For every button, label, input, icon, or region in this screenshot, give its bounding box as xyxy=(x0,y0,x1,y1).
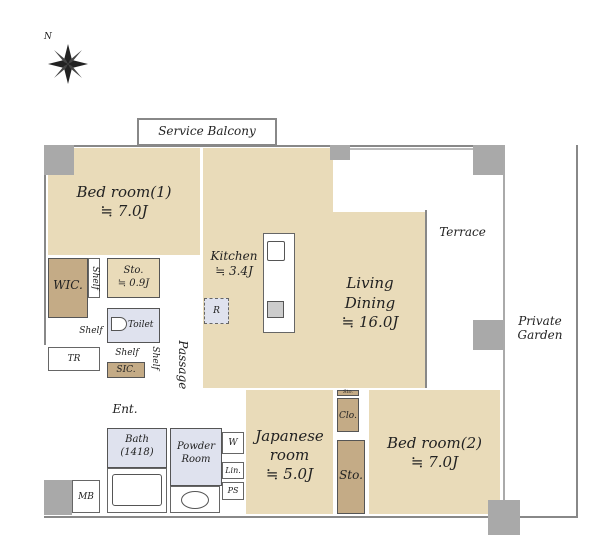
japanese-room-line1: Japanese xyxy=(255,427,324,445)
shoe-closet: SIC. xyxy=(107,362,145,378)
tr-label: TR xyxy=(67,354,81,364)
powder-room-line1: Powder xyxy=(176,441,215,452)
vanity xyxy=(170,486,220,513)
private-garden-label: Private Garden xyxy=(505,314,575,343)
shelf-label: Shelf xyxy=(150,346,161,370)
washer-label: W xyxy=(228,438,238,448)
linen-closet: Lin. xyxy=(222,462,244,479)
living-label: Living xyxy=(346,274,394,292)
linen-label: Lin. xyxy=(225,466,241,475)
bedroom-2: Bed room(2) ≒ 7.0J xyxy=(369,390,500,514)
entrance-label: Ent. xyxy=(112,402,138,416)
left-wall xyxy=(44,145,46,345)
japanese-room-size: ≒ 5.0J xyxy=(265,465,314,483)
kitchen-size: ≒ 3.4J xyxy=(215,264,253,278)
closet: Clo. xyxy=(337,398,359,432)
stove-icon xyxy=(267,301,284,318)
shelf: Shelf xyxy=(88,258,100,298)
toilet-icon xyxy=(111,317,127,331)
kitchen-label: Kitchen xyxy=(210,249,258,263)
washer-space: W xyxy=(222,432,244,454)
garden-divider xyxy=(503,145,505,520)
meter-box: MB xyxy=(72,480,100,513)
fridge-label: R xyxy=(213,306,220,316)
bathroom: Bath (1418) xyxy=(107,428,167,468)
kitchen-island xyxy=(263,233,295,333)
mb-label: MB xyxy=(78,492,94,502)
storage: Sto. xyxy=(337,440,365,514)
bedroom-1-label: Bed room(1) xyxy=(76,183,172,201)
dining-label: Dining xyxy=(344,293,396,312)
shelf-label: Shelf xyxy=(115,348,139,358)
ps-label: PS xyxy=(227,486,239,495)
closet-label: Clo. xyxy=(339,411,357,421)
shelf-label: Shelf xyxy=(79,326,103,336)
walk-in-closet: WIC. xyxy=(48,258,88,318)
bedroom-1: Bed room(1) ≒ 7.0J xyxy=(48,148,200,255)
living-dining-size: ≒ 16.0J xyxy=(341,313,399,331)
fridge-space: R xyxy=(204,298,229,324)
bath-label: Bath xyxy=(125,434,149,445)
bedroom-2-size: ≒ 7.0J xyxy=(410,453,459,471)
sic-label: SIC. xyxy=(116,365,136,375)
top-wall xyxy=(44,145,504,147)
washbasin-icon xyxy=(181,491,209,509)
storage-tiny-label: Sto. xyxy=(343,389,353,395)
terrace-edge xyxy=(333,148,473,150)
powder-room-line2: Room xyxy=(181,454,211,465)
terrace-label: Terrace xyxy=(439,225,486,239)
shelf-label: Shelf xyxy=(90,266,101,290)
outer-wall xyxy=(44,145,578,518)
storage-small-size: ≒ 0.9J xyxy=(117,278,150,289)
toilet-room: Toilet xyxy=(107,308,160,343)
pipe-space: PS xyxy=(222,482,244,500)
toilet-label: Toilet xyxy=(128,320,154,330)
storage-small: Sto. ≒ 0.9J xyxy=(107,258,160,298)
north-label: N xyxy=(44,32,52,42)
bedroom-1-size: ≒ 7.0J xyxy=(100,202,148,220)
bathtub-icon xyxy=(112,474,162,506)
column xyxy=(330,145,350,160)
living-dining-label: Living Dining ≒ 16.0J xyxy=(320,274,420,333)
column xyxy=(488,500,520,535)
column xyxy=(44,145,74,175)
japanese-room-line2: room xyxy=(269,446,310,464)
terrace-wall xyxy=(425,210,427,388)
sink-icon xyxy=(267,241,285,261)
trunk-room: TR xyxy=(48,347,100,371)
passage-label: Passage xyxy=(175,340,190,390)
living-dining xyxy=(330,212,425,388)
wic-label: WIC. xyxy=(53,278,83,292)
powder-room: Powder Room xyxy=(170,428,222,486)
japanese-room: Japanese room ≒ 5.0J xyxy=(246,390,333,514)
private-garden-line2: Garden xyxy=(517,327,563,342)
storage-label: Sto. xyxy=(339,468,363,482)
storage-tiny: Sto. xyxy=(337,389,359,396)
compass-icon xyxy=(48,44,88,84)
column xyxy=(473,320,503,350)
bathtub xyxy=(107,468,167,513)
storage-small-label: Sto. xyxy=(123,265,144,276)
service-balcony-label: Service Balcony xyxy=(158,124,256,138)
private-garden-line1: Private xyxy=(518,314,562,328)
bedroom-2-label: Bed room(2) xyxy=(387,434,482,452)
column xyxy=(473,145,503,175)
bath-size: (1418) xyxy=(120,447,154,458)
service-balcony: Service Balcony xyxy=(137,118,277,146)
column xyxy=(44,480,72,515)
